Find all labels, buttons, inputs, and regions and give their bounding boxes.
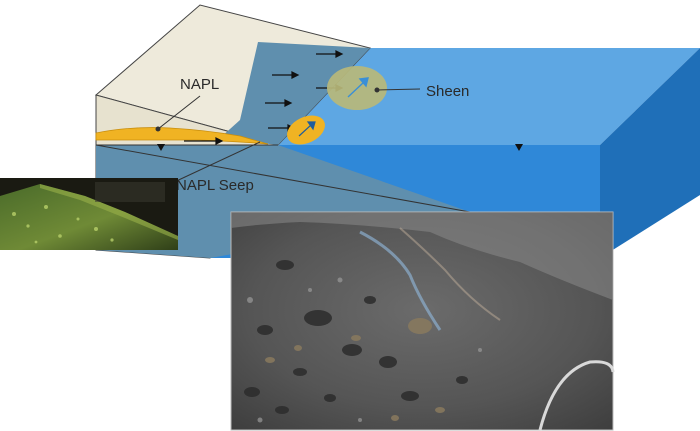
napl-label: NAPL <box>180 76 219 93</box>
photo-napl-seep-bank <box>0 178 178 250</box>
sheen-label: Sheen <box>426 83 469 100</box>
arrow-right-icon <box>316 50 344 58</box>
arrow-right-icon <box>184 137 224 145</box>
water-top-face <box>278 48 700 145</box>
water-table-triangle-icon <box>515 144 523 151</box>
napl-seep-label: NAPL Seep <box>176 177 254 194</box>
arrow-right-icon <box>272 71 300 79</box>
groundwater-top-band <box>220 42 370 145</box>
groundwater-front <box>96 145 470 258</box>
photo-sheen-on-gravel-shore <box>230 211 615 431</box>
arrow-up-right-icon <box>347 77 369 98</box>
water-table-triangle-icon <box>157 144 165 151</box>
arrow-right-icon <box>265 99 293 107</box>
arrow-up-right-icon <box>298 121 316 137</box>
napl-layer <box>95 127 269 145</box>
water-side-face <box>600 48 700 258</box>
